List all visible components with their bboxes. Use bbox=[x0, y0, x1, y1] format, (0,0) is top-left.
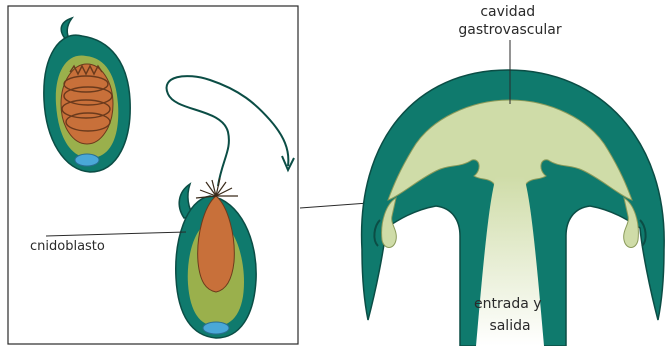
undischarged-cnidocyte bbox=[44, 18, 130, 172]
label-cnidoblasto: cnidoblasto bbox=[30, 239, 105, 254]
discharged-cnidocyte bbox=[167, 76, 294, 338]
label-cavidad: cavidad gastrovascular bbox=[458, 4, 561, 38]
leader-cnidoblasto bbox=[46, 232, 186, 236]
discharged-filament bbox=[167, 76, 289, 186]
